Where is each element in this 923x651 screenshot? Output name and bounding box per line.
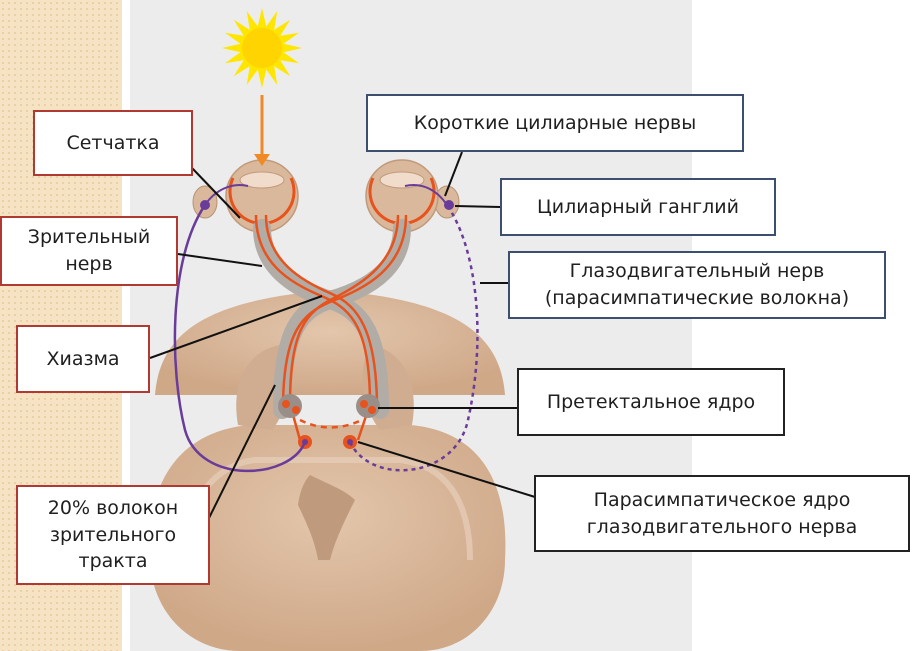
left-pretectal-nucleus (278, 394, 302, 418)
label-parasympathetic-nucleus: Парасимпатическое ядро глазодвигательног… (534, 475, 910, 552)
label-oculomotor-nerve: Глазодвигательный нерв (парасимпатически… (508, 251, 886, 319)
right-short-ciliary-nerve (404, 184, 448, 206)
forebrain-shape (155, 290, 505, 395)
right-pretectal-dot (360, 400, 368, 408)
label-short-ciliary-nerves: Короткие цилиарные нервы (366, 94, 744, 152)
left-ciliary-ganglion (200, 200, 210, 210)
light-ray-arrowhead (254, 154, 270, 166)
label-optic-nerve: Зрительный нерв (0, 216, 178, 286)
left-pretectal-dot (282, 400, 290, 408)
sun-disc (242, 28, 282, 68)
leader-lines (149, 151, 536, 521)
left-oculomotor-pathway (173, 204, 307, 473)
label-pretectal-nucleus: Претектальное ядро (517, 368, 785, 436)
right-oculomotor-pathway (348, 204, 479, 472)
sun-icon (222, 8, 302, 88)
label-ciliary-ganglion: Цилиарный ганглий (500, 178, 776, 236)
label-chiasm: Хиазма (16, 325, 150, 393)
left-pretectal-dot (292, 406, 300, 414)
right-pretectal-nucleus (356, 394, 380, 418)
left-lens (239, 171, 285, 189)
right-pretectal-dot (368, 406, 376, 414)
right-ciliary-ganglion (444, 200, 454, 210)
label-tract-fibers: 20% волокон зрительного тракта (16, 485, 210, 585)
midbrain-cleft (298, 475, 355, 560)
label-retina: Сетчатка (33, 110, 193, 176)
pretectal-crossing (299, 418, 363, 429)
